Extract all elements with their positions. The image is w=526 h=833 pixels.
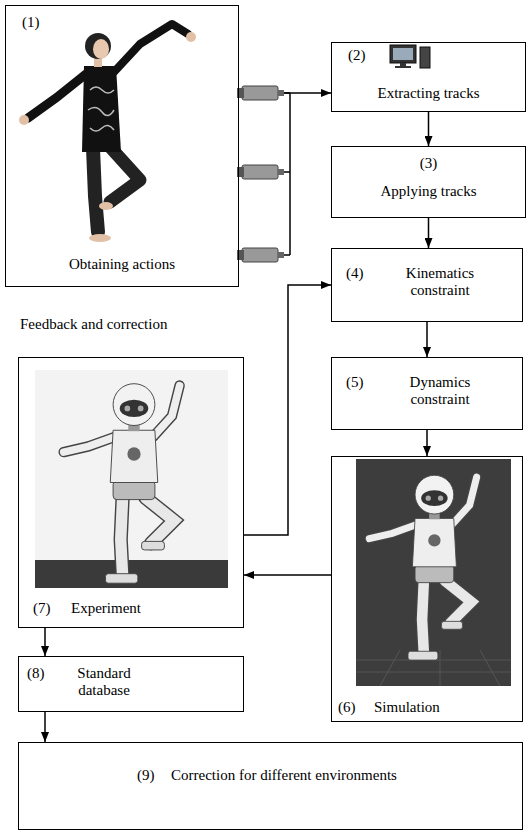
process-box: (5) Dynamics constraint — [331, 357, 523, 430]
step-label: Dynamics constraint — [390, 374, 490, 409]
flow-arrow — [426, 322, 428, 357]
flow-arrow — [428, 218, 430, 248]
process-box: (2) Extracting tracks — [331, 42, 526, 112]
process-box: (7) Experiment — [18, 357, 244, 628]
step-label: Extracting tracks — [332, 85, 525, 102]
process-box: (3) Applying tracks — [331, 146, 526, 218]
process-box: (1) Obtaining actions — [5, 5, 239, 287]
step-number: (9) — [137, 767, 155, 784]
process-box: (6) Simulation — [331, 456, 523, 722]
flow-arrow — [244, 285, 331, 535]
annotation-label: Feedback and correction — [20, 316, 167, 333]
step-label: Correction for different environments — [171, 767, 397, 784]
robot-photo — [35, 370, 228, 588]
step-number: (3) — [332, 155, 525, 172]
step-number: (8) — [27, 665, 45, 682]
camera-icon — [237, 165, 284, 179]
step-number: (1) — [22, 14, 40, 31]
step-label: Experiment — [71, 600, 141, 617]
step-label: Applying tracks — [332, 183, 525, 200]
flow-arrow — [44, 712, 46, 742]
step-number: (7) — [33, 600, 51, 617]
process-box: (9) Correction for different environments — [18, 742, 523, 830]
step-number: (2) — [348, 47, 366, 64]
flow-arrow — [44, 628, 46, 656]
flow-arrow — [426, 430, 428, 456]
camera-wires — [284, 93, 290, 255]
computer-icon — [390, 45, 430, 68]
process-box: (4) Kinematics constraint — [331, 248, 523, 322]
step-number: (6) — [338, 699, 356, 716]
step-label: Obtaining actions — [6, 256, 238, 273]
flow-arrow — [244, 574, 331, 576]
step-label: Simulation — [374, 699, 440, 716]
process-box: (8) Standard database — [18, 656, 244, 712]
step-number: (5) — [346, 374, 364, 391]
camera-icon — [237, 248, 284, 262]
step-number: (4) — [346, 265, 364, 282]
flow-arrow — [428, 112, 430, 146]
step-label: Standard database — [59, 665, 149, 700]
person-figure — [19, 24, 196, 242]
robot-simulation — [356, 459, 511, 686]
step-label: Kinematics constraint — [390, 265, 490, 300]
camera-icon — [237, 86, 284, 100]
